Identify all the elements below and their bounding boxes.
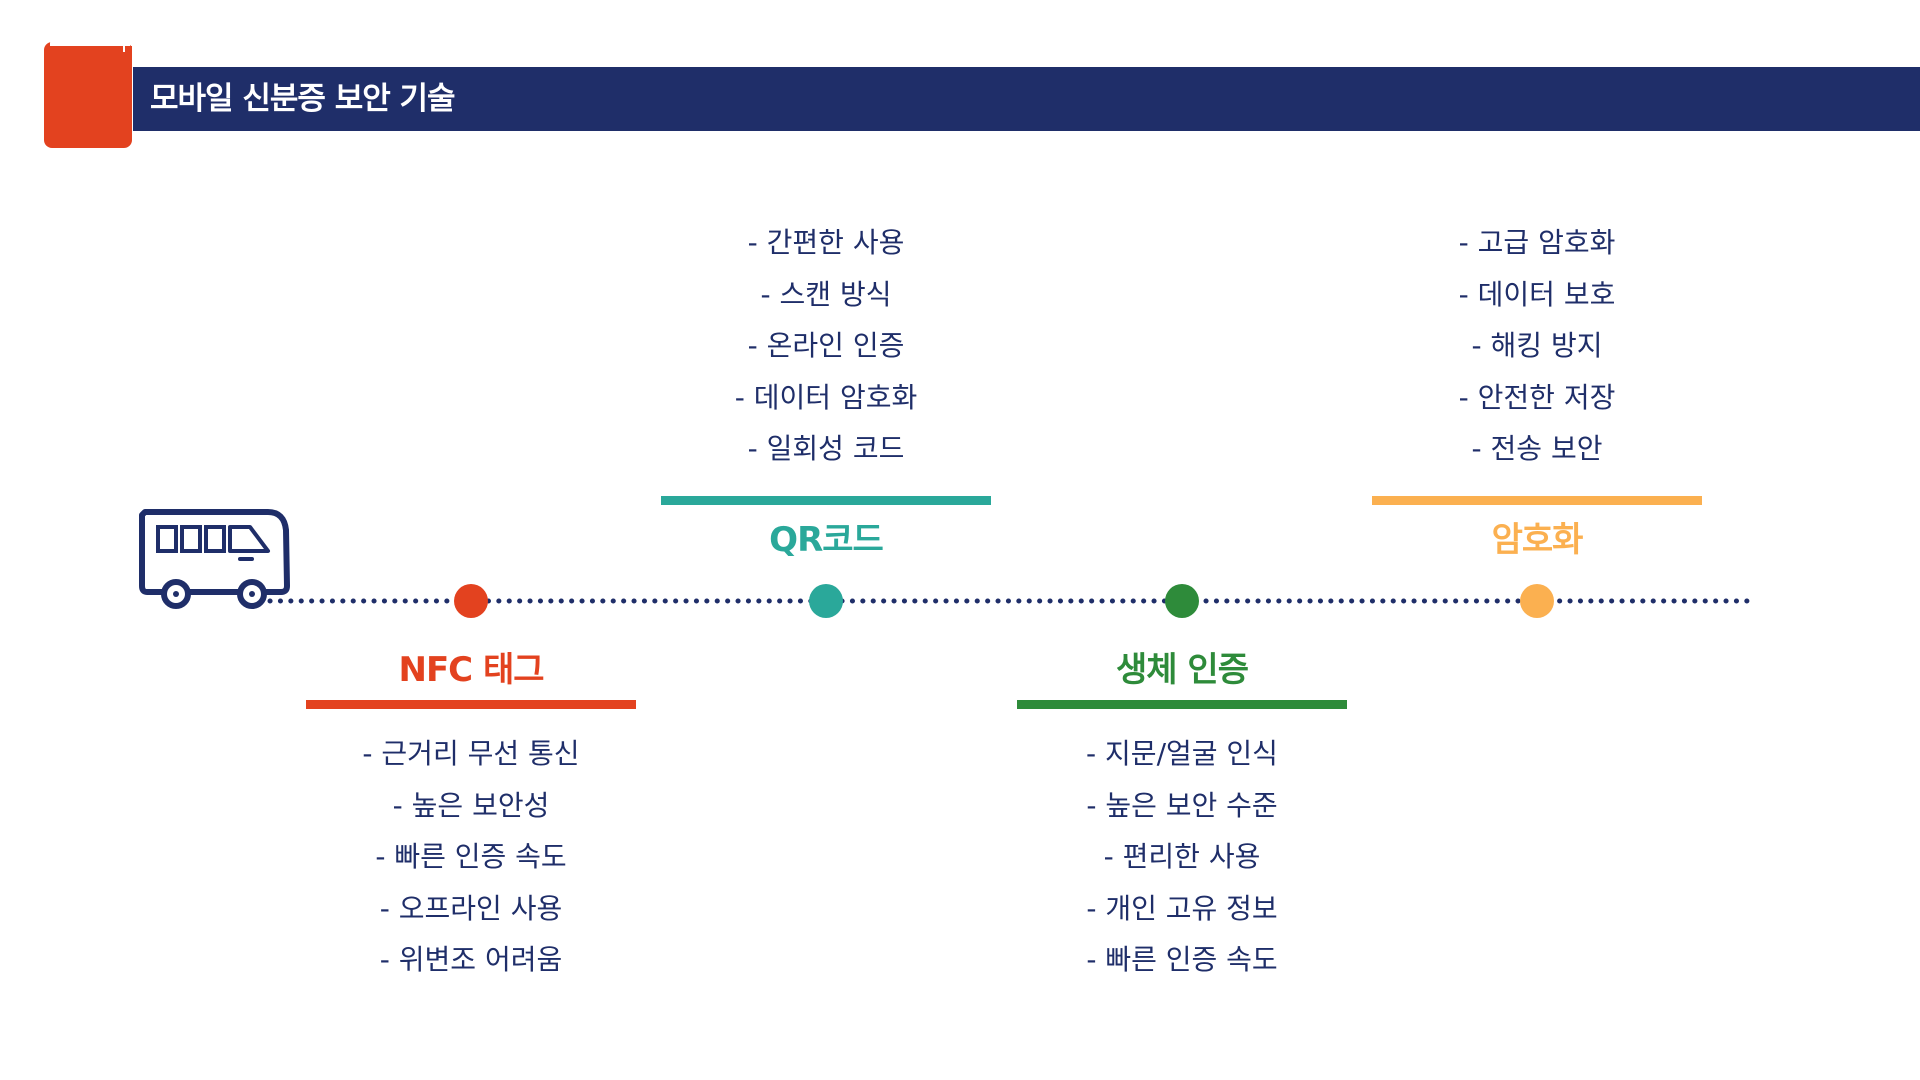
list-item: - 일회성 코드: [747, 432, 905, 465]
list-item: - 근거리 무선 통신: [362, 737, 580, 770]
list-item: - 빠른 인증 속도: [1086, 943, 1278, 976]
list-item: - 데이터 보호: [1458, 277, 1616, 311]
bus-icon: [139, 509, 290, 609]
title-bar: [133, 67, 1920, 131]
page-title: 모바일 신분증 보안 기술: [150, 81, 456, 117]
stage-items-encryption: - 고급 암호화 - 데이터 보호 - 해킹 방지 - 안전한 저장 - 전송 …: [1372, 217, 1702, 475]
stage-underline-biometric: [1017, 700, 1347, 709]
stage-dot-encryption: [1520, 584, 1554, 618]
list-item: - 데이터 암호화: [734, 380, 918, 414]
list-item: - 전송 보안: [1471, 432, 1603, 465]
stage-underline-qr: [661, 496, 991, 505]
stage-underline-nfc: [306, 700, 636, 709]
list-item: - 높은 보안성: [392, 788, 550, 822]
stage-items-nfc: - 근거리 무선 통신 - 높은 보안성 - 빠른 인증 속도 - 오프라인 사…: [306, 728, 636, 986]
list-item: - 빠른 인증 속도: [375, 840, 567, 873]
list-item: - 지문/얼굴 인식: [1086, 737, 1278, 770]
stage-dot-nfc: [454, 584, 488, 618]
stage-items-qr: - 간편한 사용 - 스캔 방식 - 온라인 인증 - 데이터 암호화 - 일회…: [661, 217, 991, 475]
book-icon: [44, 40, 132, 148]
list-item: - 고급 암호화: [1458, 226, 1616, 259]
stage-title-encryption: 암호화: [1491, 520, 1584, 560]
stage-items-biometric: - 지문/얼굴 인식 - 높은 보안 수준 - 편리한 사용 - 개인 고유 정…: [1017, 728, 1347, 986]
list-item: - 온라인 인증: [747, 329, 905, 362]
list-item: - 안전한 저장: [1458, 380, 1616, 414]
stage-title-nfc: NFC 태그: [398, 650, 544, 690]
list-item: - 높은 보안 수준: [1086, 788, 1278, 822]
stage-dot-qr: [809, 584, 843, 618]
stage-dot-biometric: [1165, 584, 1199, 618]
list-item: - 개인 고유 정보: [1086, 891, 1278, 925]
list-item: - 편리한 사용: [1103, 840, 1261, 873]
stage-title-biometric: 생체 인증: [1116, 650, 1249, 690]
stage-underline-encryption: [1372, 496, 1702, 505]
list-item: - 위변조 어려움: [379, 943, 563, 976]
list-item: - 오프라인 사용: [379, 891, 563, 925]
list-item: - 해킹 방지: [1471, 329, 1603, 362]
list-item: - 스캔 방식: [760, 277, 892, 311]
list-item: - 간편한 사용: [747, 226, 905, 259]
stage-title-qr: QR코드: [769, 520, 884, 560]
